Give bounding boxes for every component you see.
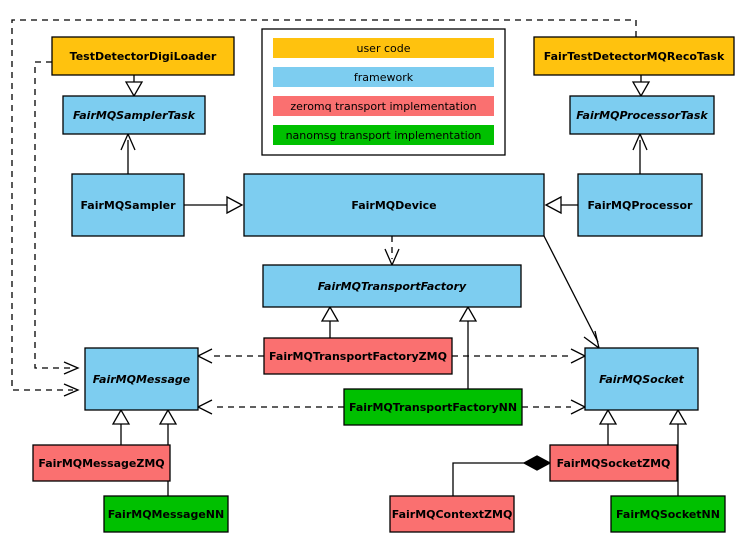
class-node-box	[103, 495, 229, 533]
class-node-label: TestDetectorDigiLoader	[70, 50, 217, 63]
class-node-box	[569, 95, 715, 135]
class-node-FairMQDevice[interactable]: FairMQDevice	[243, 173, 545, 237]
legend-swatch-user_code	[273, 38, 494, 58]
class-node-FairMQProcessorTask[interactable]: FairMQProcessorTask	[569, 95, 715, 135]
class-node-box	[62, 95, 206, 135]
class-node-label: FairMQTransportFactoryZMQ	[269, 350, 447, 363]
class-node-box	[610, 495, 726, 533]
legend-label-nanomsg: nanomsg transport implementation	[286, 129, 482, 142]
arrowhead-digiloader-to-message	[63, 361, 80, 375]
arrowhead-processor-to-device	[544, 195, 562, 215]
class-node-label: FairMQSamplerTask	[73, 109, 196, 122]
class-node-FairMQMessageNN[interactable]: FairMQMessageNN	[103, 495, 229, 533]
class-node-label: FairMQSampler	[80, 199, 176, 212]
arrowhead-socketzmq-to-socket	[598, 408, 618, 425]
edge-recotask-to-message	[11, 19, 637, 391]
arrowhead-tfzmq-to-tf	[320, 305, 340, 322]
arrowhead-recotask-to-processortask	[631, 81, 651, 98]
class-node-label: FairMQSocket	[599, 373, 685, 386]
class-node-layer: TestDetectorDigiLoader FairTestDetectorMQ…	[32, 36, 735, 533]
class-node-FairMQContextZMQ[interactable]: FairMQContextZMQ	[389, 495, 515, 533]
class-node-FairMQSocketZMQ[interactable]: FairMQSocketZMQ	[549, 444, 678, 482]
class-node-box	[584, 347, 699, 411]
legend-swatch-zeromq	[273, 96, 494, 116]
class-node-box	[51, 36, 235, 76]
arrowhead-digiloader-to-samplertask	[124, 81, 144, 98]
class-node-label: FairMQTransportFactory	[318, 280, 467, 293]
class-node-FairMQTransportFactoryZMQ[interactable]: FairMQTransportFactoryZMQ	[263, 337, 453, 375]
class-node-label: FairMQContextZMQ	[392, 508, 513, 521]
class-node-label: FairMQSocketNN	[616, 508, 720, 521]
edge-socketzmq-to-contextzmq	[452, 462, 536, 496]
edge-group-routed-dependencies	[11, 19, 637, 397]
class-node-box	[32, 444, 171, 482]
arrowhead-messagenn-to-message	[158, 408, 178, 425]
edge-digiloader-to-message	[34, 61, 73, 369]
class-node-label: FairMQTransportFactoryNN	[349, 401, 517, 414]
class-node-box	[549, 444, 678, 482]
legend-label-framework: framework	[354, 71, 414, 84]
edge-device-to-socket	[543, 235, 599, 343]
class-node-box	[533, 36, 735, 76]
legend-items: user code framework zeromq transport imple…	[273, 38, 494, 145]
class-node-TestDetectorDigiLoader[interactable]: TestDetectorDigiLoader	[51, 36, 235, 76]
legend-item-framework: framework	[273, 67, 494, 87]
class-node-label: FairMQMessageNN	[108, 508, 224, 521]
legend-label-zeromq: zeromq transport implementation	[290, 100, 476, 113]
class-node-FairTestDetectorMQRecoTask[interactable]: FairTestDetectorMQRecoTask	[533, 36, 735, 76]
class-node-FairMQTransportFactory[interactable]: FairMQTransportFactory	[262, 264, 522, 308]
arrowhead-recotask-to-message	[63, 383, 80, 397]
edge-group-generalizations	[111, 75, 688, 496]
class-node-label: FairMQMessage	[93, 373, 191, 386]
legend-swatch-framework	[273, 67, 494, 87]
arrowhead-socketnn-to-socket	[668, 408, 688, 425]
legend: user code framework zeromq transport imple…	[261, 28, 506, 156]
class-node-box	[84, 347, 199, 411]
class-node-FairMQSampler[interactable]: FairMQSampler	[71, 173, 185, 237]
class-node-label: FairMQProcessorTask	[576, 109, 708, 122]
class-node-FairMQSocket[interactable]: FairMQSocket	[584, 347, 699, 411]
class-node-FairMQSamplerTask[interactable]: FairMQSamplerTask	[62, 95, 206, 135]
class-node-box	[263, 337, 453, 375]
class-node-box	[243, 173, 545, 237]
arrowhead-messagezmq-to-message	[111, 408, 131, 425]
class-node-box	[262, 264, 522, 308]
legend-label-user_code: user code	[356, 42, 410, 55]
class-node-box	[389, 495, 515, 533]
class-node-label: FairMQProcessor	[588, 199, 693, 212]
class-node-label: FairMQSocketZMQ	[557, 457, 671, 470]
legend-item-user_code: user code	[273, 38, 494, 58]
class-node-FairMQProcessor[interactable]: FairMQProcessor	[577, 173, 703, 237]
class-node-box	[577, 173, 703, 237]
class-node-box	[71, 173, 185, 237]
class-node-FairMQSocketNN[interactable]: FairMQSocketNN	[610, 495, 726, 533]
class-node-label: FairMQMessageZMQ	[38, 457, 164, 470]
class-node-label: FairMQDevice	[351, 199, 436, 212]
class-node-FairMQMessageZMQ[interactable]: FairMQMessageZMQ	[32, 444, 171, 482]
legend-item-zeromq: zeromq transport implementation	[273, 96, 494, 116]
diamond-socketzmq-to-contextzmq	[522, 455, 552, 471]
arrowhead-tfnn-to-tf	[458, 305, 478, 322]
edge-group-composition	[452, 455, 552, 496]
class-node-box	[343, 388, 523, 426]
legend-swatch-nanomsg	[273, 125, 494, 145]
class-node-FairMQTransportFactoryNN[interactable]: FairMQTransportFactoryNN	[343, 388, 523, 426]
class-node-label: FairTestDetectorMQRecoTask	[544, 50, 725, 63]
legend-item-nanomsg: nanomsg transport implementation	[273, 125, 494, 145]
arrowhead-sampler-to-device	[226, 195, 244, 215]
class-node-FairMQMessage[interactable]: FairMQMessage	[84, 347, 199, 411]
